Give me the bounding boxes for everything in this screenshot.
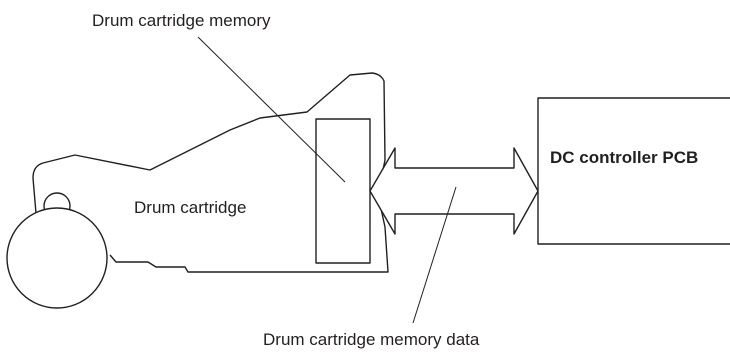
data-label: Drum cartridge memory data [263, 330, 480, 349]
data-transfer-arrow [369, 147, 539, 235]
data-leader-line [412, 186, 457, 324]
drum-cartridge-memory-chip [315, 118, 371, 264]
drum-cartridge-body [32, 72, 389, 273]
drum-roller [6, 207, 108, 309]
dc-controller-pcb-box [537, 97, 730, 245]
pcb-label: DC controller PCB [550, 148, 698, 167]
memory-label: Drum cartridge memory [92, 11, 271, 30]
memory-leader-line [197, 36, 346, 183]
cartridge-label: Drum cartridge [134, 198, 246, 217]
